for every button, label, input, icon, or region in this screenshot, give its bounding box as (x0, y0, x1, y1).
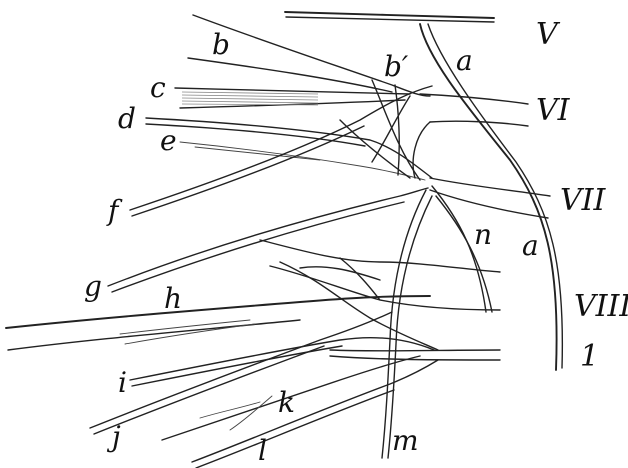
nerve-i-lower (132, 346, 342, 386)
label-a-top: a (456, 44, 473, 77)
nerve-m-inner (388, 196, 432, 458)
label-h: h (164, 282, 182, 315)
label-b: b (212, 28, 230, 61)
label-n: n (474, 218, 492, 251)
root-vii-nerve (430, 178, 550, 196)
label-c: c (150, 71, 166, 104)
nerve-k-branch-2 (230, 396, 272, 430)
nerve-g (108, 188, 428, 286)
nerve-j (90, 312, 392, 428)
plexus-strand-2 (270, 266, 500, 310)
plexus-strand-1 (260, 240, 500, 272)
nerve-g-lower (112, 202, 404, 292)
nerve-h-fibre-2 (125, 324, 255, 344)
label-j: j (106, 420, 121, 453)
label-l: l (258, 434, 267, 467)
nerve-c-shading (182, 92, 318, 105)
label-e: e (160, 124, 177, 157)
label-b-prime: b′ (384, 50, 409, 83)
label-root-vi: VI (536, 93, 571, 128)
plexus-center-3 (372, 96, 410, 162)
nerve-l-lower (196, 390, 394, 468)
label-g: g (84, 270, 102, 303)
nerve-d-lower (146, 124, 365, 146)
label-f: f (106, 194, 123, 227)
label-root-vii: VII (560, 183, 607, 218)
nerve-m (382, 190, 426, 458)
label-k: k (278, 386, 295, 419)
label-root-v: V (536, 17, 561, 52)
label-m: m (392, 424, 419, 457)
label-i: i (118, 366, 127, 399)
label-root-viii: VIII (574, 289, 628, 324)
label-a-bottom: a (522, 229, 539, 262)
root-vi-nerve (420, 94, 528, 104)
bottom-strand-1 (330, 350, 500, 351)
label-d: d (118, 102, 136, 135)
label-root-1: 1 (580, 339, 599, 374)
nerve-h-lower (8, 320, 300, 350)
root-vi-nerve-lower (430, 121, 528, 126)
